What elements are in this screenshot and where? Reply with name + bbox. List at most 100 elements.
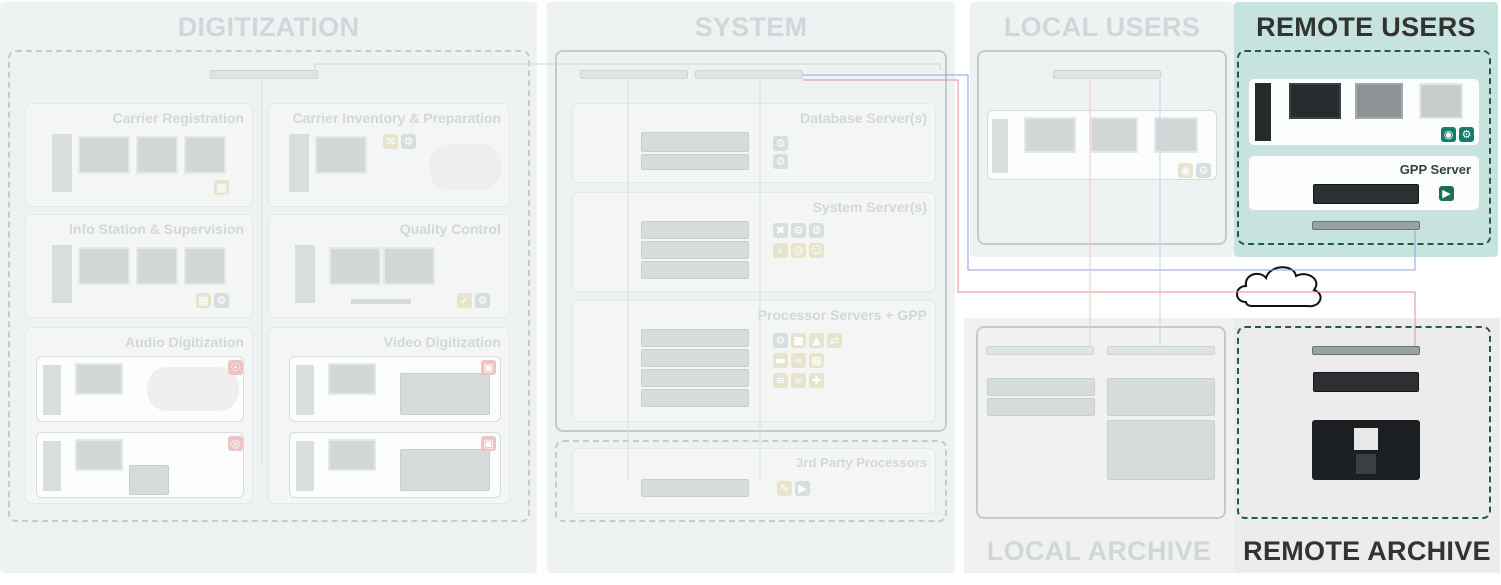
server	[641, 154, 749, 170]
local-archive-switch-2	[1107, 346, 1215, 355]
workstation-tower	[289, 134, 309, 192]
server	[641, 349, 749, 367]
remote-archive-switch	[1312, 346, 1420, 355]
server	[987, 398, 1095, 416]
tape-library	[1107, 420, 1215, 480]
play-icon: ▶	[795, 481, 810, 496]
card-title: GPP Server	[1399, 162, 1471, 177]
card-title: Carrier Registration	[112, 110, 244, 126]
monitor	[1090, 117, 1138, 153]
flow-icon: ≡	[773, 373, 788, 388]
card-quality-control: Quality Control ✓ ⚙	[268, 214, 510, 318]
card-carrier-registration: Carrier Registration ▦	[25, 103, 253, 207]
monitor	[136, 136, 178, 174]
system-title: SYSTEM	[694, 12, 808, 42]
card-audio-digitization: Audio Digitization ☉ ◎	[25, 327, 253, 504]
card-video-digitization: Video Digitization ▣ ▣	[268, 327, 510, 504]
check-icon: ✓	[457, 293, 472, 308]
monitor	[136, 247, 178, 285]
card-info-station: Info Station & Supervision ▦ ⚙	[25, 214, 253, 318]
export-icon: ▲	[809, 333, 824, 348]
keyboard	[351, 299, 411, 304]
barcode-icon: ▦	[196, 293, 211, 308]
eye-icon: ◉	[1178, 163, 1193, 178]
server	[641, 389, 749, 407]
tape-reels-image	[429, 144, 501, 190]
workstation-tower	[296, 365, 314, 415]
film-icon: ▣	[481, 360, 496, 375]
server	[641, 241, 749, 259]
video-station-2	[289, 432, 501, 498]
audio-icon: ☉	[228, 360, 243, 375]
remote-users-boundary	[1237, 50, 1491, 245]
chat-icon: ✉	[383, 134, 398, 149]
gear-icon: ⚙	[1459, 127, 1474, 142]
card-processor-servers: Processor Servers + GPP ⚙ ■ ▲ ⇄ ▬ ∞ ▦ ≡ …	[572, 300, 936, 422]
gear-icon: ⚙	[214, 293, 229, 308]
card-third-party: 3rd Party Processors ✎ ▶	[572, 448, 936, 514]
monitor	[315, 136, 367, 174]
tools-icon: ✖	[773, 223, 788, 238]
monitor	[1419, 83, 1463, 119]
digitization-boundary	[8, 50, 530, 522]
monitor	[328, 439, 376, 471]
server	[641, 369, 749, 387]
digitization-switch	[210, 70, 318, 79]
processor-icon: ⚙	[773, 333, 788, 348]
video-station	[289, 356, 501, 422]
tape-reels-image	[147, 367, 239, 411]
monitor	[329, 247, 381, 285]
server	[641, 329, 749, 347]
monitor	[184, 136, 226, 174]
gpp-server-unit	[1313, 184, 1419, 204]
grid-icon: ▦	[809, 353, 824, 368]
server	[641, 479, 749, 497]
folder-icon: ■	[791, 333, 806, 348]
edit-icon: ✎	[777, 481, 792, 496]
vtr-rack	[400, 373, 490, 415]
gear-icon: ⚙	[791, 223, 806, 238]
card-database-servers: Database Server(s) ⚙ ⚙	[572, 103, 936, 183]
card-title: Video Digitization	[383, 334, 501, 350]
workstation-tower	[992, 119, 1008, 173]
card-title: Quality Control	[399, 221, 501, 237]
card-system-servers: System Server(s) ✖ ⚙ ⚙ › @ ☺	[572, 192, 936, 292]
workstation-tower	[296, 441, 314, 491]
library-slot	[1356, 454, 1376, 474]
server	[987, 378, 1095, 396]
storage-array	[1107, 378, 1215, 416]
system-boundary	[555, 50, 947, 432]
monitor	[75, 439, 123, 471]
monitor	[1289, 83, 1341, 119]
workstation-tower	[1255, 83, 1271, 141]
monitor	[1154, 117, 1198, 153]
remote-archive-title: REMOTE ARCHIVE	[1243, 536, 1491, 566]
monitor	[328, 363, 376, 395]
remote-user-workstation: ◉ ⚙	[1248, 78, 1480, 146]
remote-users-title: REMOTE USERS	[1256, 12, 1476, 42]
server	[641, 261, 749, 279]
transfer-icon: ⇄	[827, 333, 842, 348]
disk-stack	[129, 465, 169, 495]
card-title: Audio Digitization	[125, 334, 244, 350]
workstation-tower	[43, 441, 61, 491]
plus-icon: ✚	[809, 373, 824, 388]
card-title: Database Server(s)	[800, 110, 927, 126]
server	[641, 221, 749, 239]
tape-icon: ▬	[773, 353, 788, 368]
audio-station	[36, 356, 244, 422]
remote-tape-library	[1312, 420, 1420, 480]
local-archive-boundary	[976, 326, 1226, 519]
remote-users-switch	[1312, 221, 1420, 230]
workstation-tower	[43, 365, 61, 415]
remote-archive-server	[1313, 372, 1419, 392]
local-users-switch	[1053, 70, 1161, 79]
library-display	[1354, 428, 1378, 450]
audio-station-2	[36, 432, 244, 498]
barcode-icon: ▦	[214, 180, 229, 195]
digitization-title: DIGITIZATION	[177, 12, 360, 42]
gear-icon: ⚙	[773, 154, 788, 169]
workstation-tower	[52, 245, 72, 303]
local-archive-switch-1	[986, 346, 1094, 355]
